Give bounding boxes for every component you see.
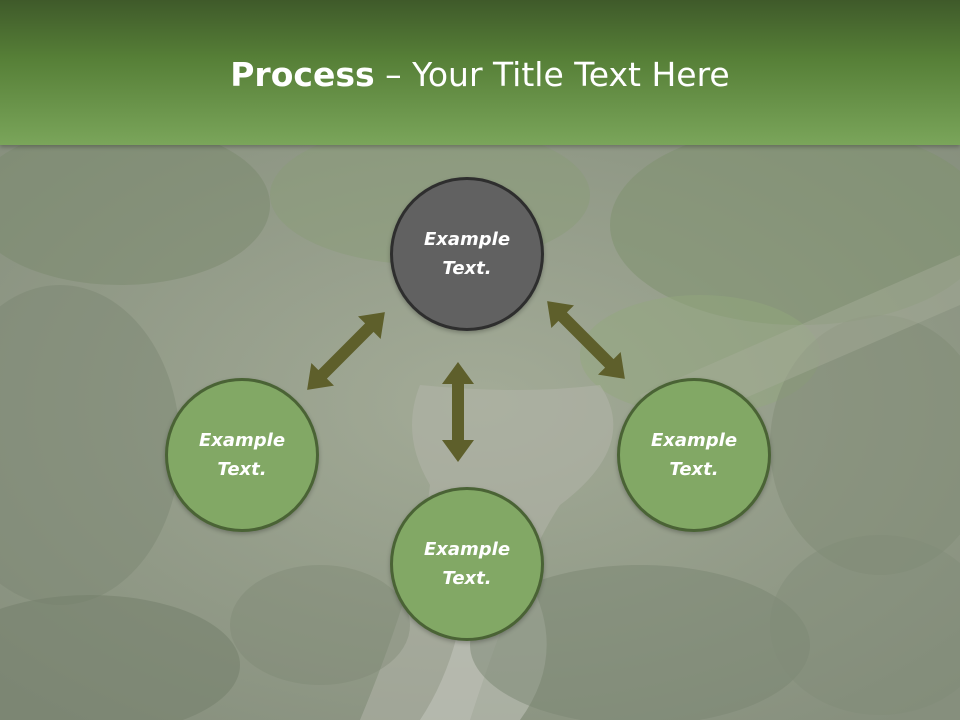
node-label-line2: Text. bbox=[669, 459, 719, 480]
node-label-line2: Text. bbox=[442, 568, 492, 589]
title-rest: – Your Title Text Here bbox=[374, 55, 730, 94]
node-label-line1: Example bbox=[650, 430, 738, 451]
slide-title[interactable]: Process – Your Title Text Here bbox=[0, 54, 960, 96]
arrow-top-right bbox=[547, 301, 625, 379]
process-node-top[interactable]: Example Text. bbox=[390, 177, 544, 331]
node-label-line1: Example bbox=[423, 539, 511, 560]
process-node-left[interactable]: Example Text. bbox=[165, 378, 319, 532]
node-label-line2: Text. bbox=[217, 459, 267, 480]
arrow-top-left bbox=[307, 312, 385, 390]
node-label-line1: Example bbox=[198, 430, 286, 451]
arrow-top-bottom bbox=[442, 362, 474, 462]
node-label-line1: Example bbox=[423, 229, 511, 250]
node-label-line2: Text. bbox=[442, 258, 492, 279]
title-bar: Process – Your Title Text Here bbox=[0, 0, 960, 145]
process-node-right[interactable]: Example Text. bbox=[617, 378, 771, 532]
process-node-bottom[interactable]: Example Text. bbox=[390, 487, 544, 641]
title-bold-word: Process bbox=[230, 55, 375, 94]
